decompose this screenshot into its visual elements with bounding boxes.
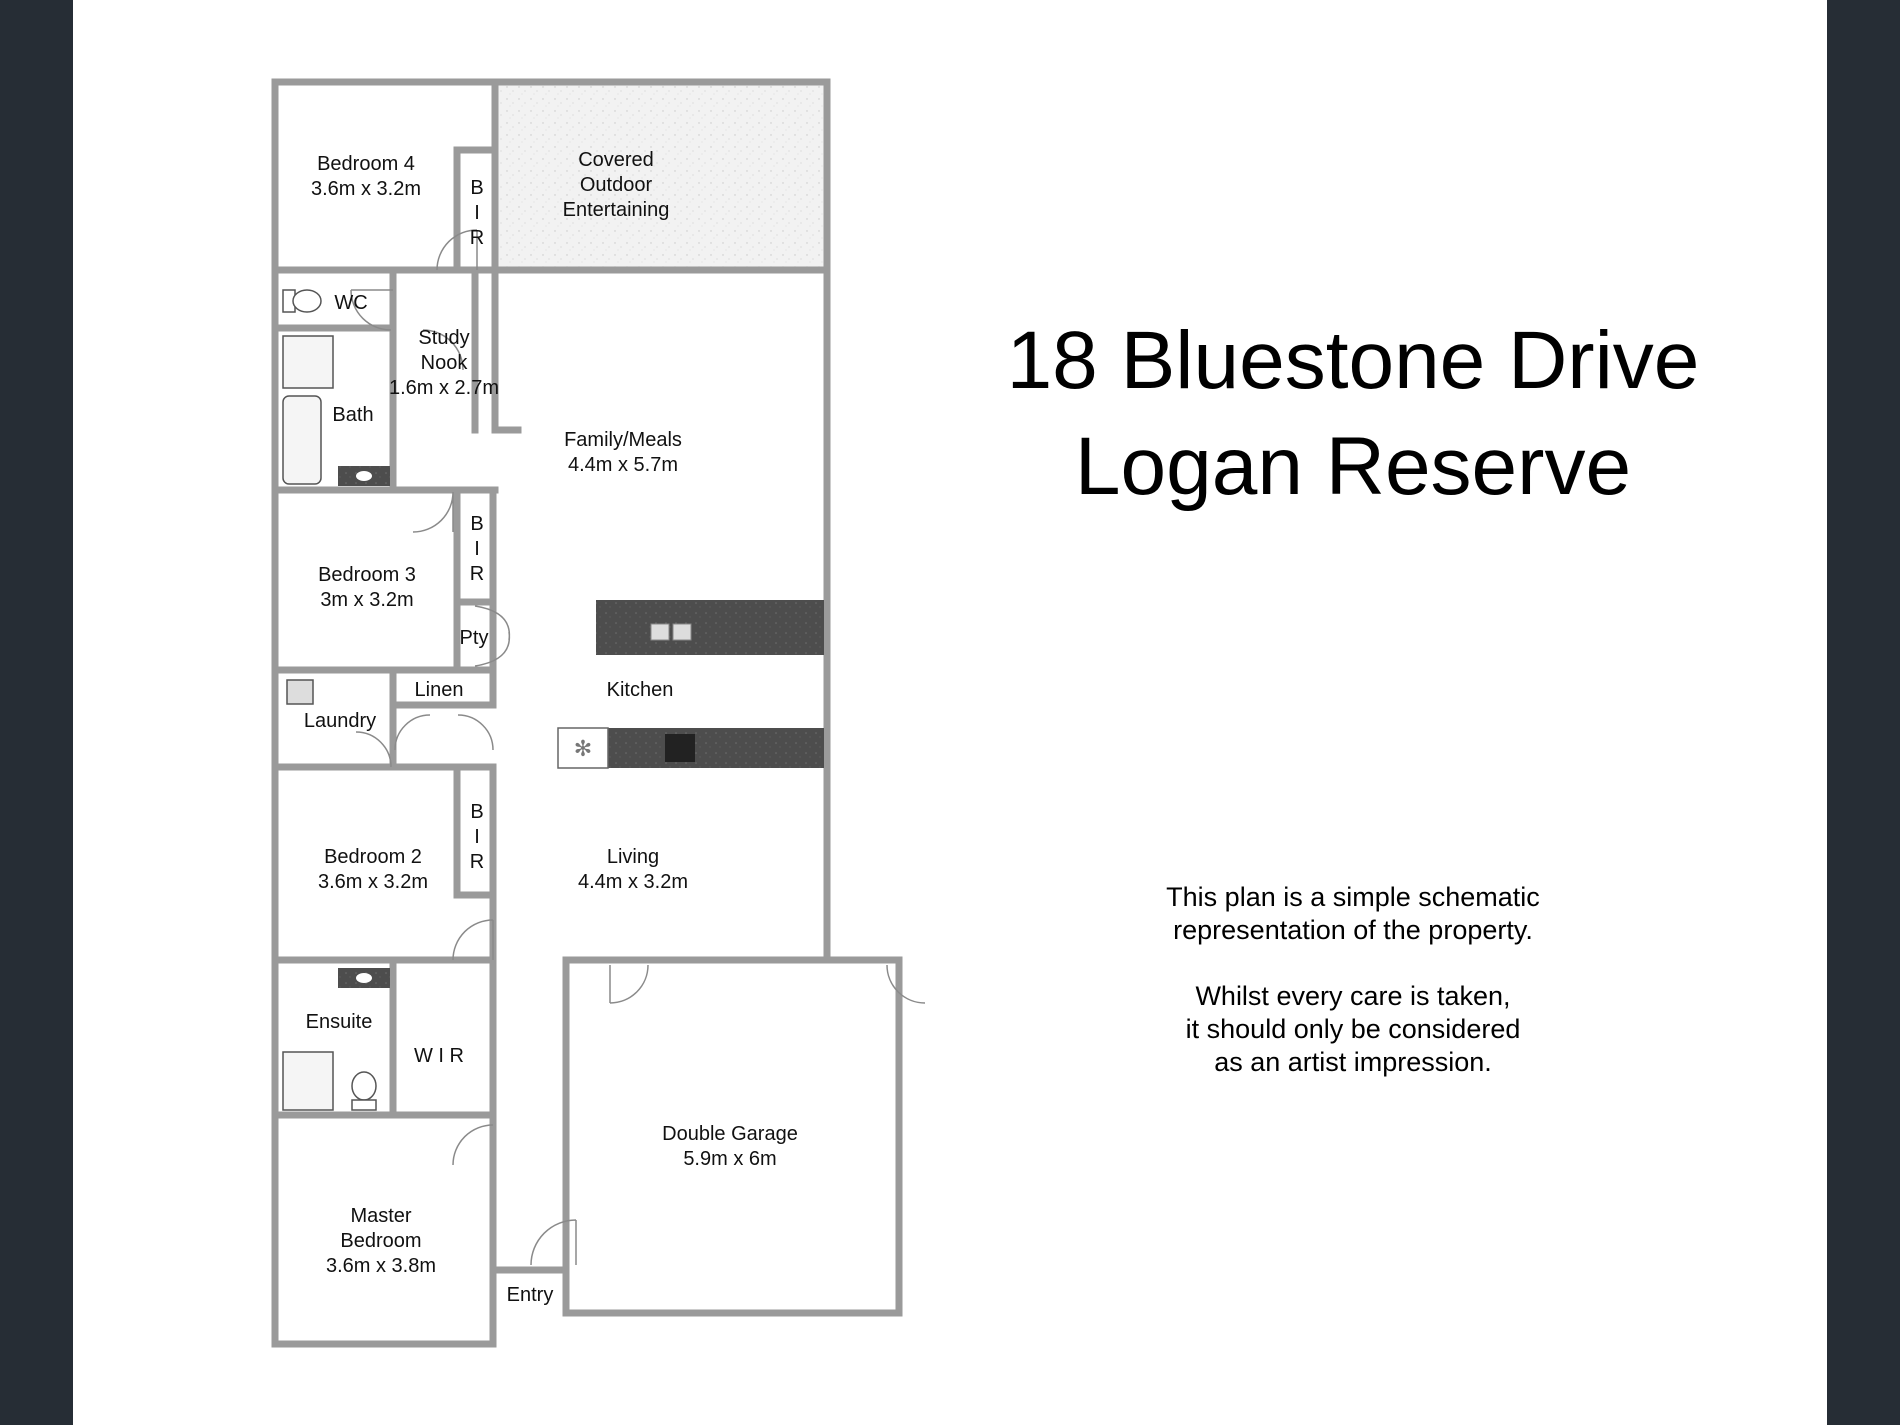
ensuite-toilet-icon [351, 1071, 377, 1101]
bath-basin-icon [356, 471, 372, 481]
disclaimer-line2: representation of the property. [1173, 915, 1533, 945]
ensuite-basin-icon [356, 973, 372, 983]
entry-label: Entry [507, 1284, 554, 1306]
bedroom3-bir-b: B [470, 513, 483, 535]
disclaimer-line1: This plan is a simple schematic [1166, 882, 1540, 912]
bath-label: Bath [332, 404, 373, 426]
room-labels: Bedroom 4 3.6m x 3.2m B I R Covered Outd… [304, 149, 798, 1306]
wc-toilet-icon [292, 289, 322, 313]
garage-size: 5.9m x 6m [683, 1148, 776, 1170]
bedroom3-name: Bedroom 3 [318, 564, 416, 586]
bedroom3-bir-r: R [470, 563, 484, 585]
study-size: 1.6m x 2.7m [389, 377, 499, 399]
sink-right-icon [672, 623, 692, 641]
bedroom4-size: 3.6m x 3.2m [311, 178, 421, 200]
entry-door [530, 1219, 577, 1266]
ensuite-label: Ensuite [306, 1011, 373, 1033]
study-line1: Study [418, 327, 469, 349]
bedroom2-name: Bedroom 2 [324, 846, 422, 868]
master-door [452, 1124, 494, 1166]
bedroom4-bir-r: R [470, 227, 484, 249]
address-line2: Logan Reserve [1074, 421, 1632, 512]
walls [271, 78, 903, 1348]
linen-doors [394, 714, 494, 751]
bedroom3-bir-i: I [474, 538, 480, 560]
pantry-label: Pty [460, 627, 489, 649]
wc-label: WC [334, 292, 367, 314]
disclaimer-line4: it should only be considered [1185, 1014, 1521, 1044]
bedroom3-walls [271, 486, 499, 674]
sink-left-icon [650, 623, 670, 641]
study-line2: Nook [421, 352, 469, 374]
bedroom2-bir-r: R [470, 851, 484, 873]
bathtub-icon [282, 395, 322, 485]
garage-side-door [609, 964, 649, 1004]
living-size: 4.4m x 3.2m [578, 871, 688, 893]
laundry-label: Laundry [304, 710, 376, 732]
master-size: 3.6m x 3.8m [326, 1255, 436, 1277]
outdoor-line2: Outdoor [580, 174, 653, 196]
fan-icon: ✻ [574, 737, 592, 762]
living-name: Living [607, 846, 659, 868]
shower-icon [282, 335, 334, 389]
oven-icon [557, 727, 609, 769]
page-sheet: ✻ Bedroom 4 3.6m x 3.2m B I R Covered Ou… [73, 0, 1827, 1425]
ensuite-cistern-icon [351, 1099, 377, 1111]
bedroom4-door [436, 229, 478, 271]
bedroom2-bir-b: B [470, 801, 483, 823]
wet-area-walls [271, 266, 522, 494]
ensuite-shower-icon [282, 1051, 334, 1111]
bedroom2-size: 3.6m x 3.2m [318, 871, 428, 893]
bedroom4-bir-i: I [474, 202, 480, 224]
garage-rear-door [886, 964, 926, 1004]
bedroom2-walls [271, 763, 497, 964]
disclaimer-line5: as an artist impression. [1214, 1047, 1492, 1077]
master-line2: Bedroom [340, 1230, 421, 1252]
kitchen-label: Kitchen [607, 679, 674, 701]
family-meals-name: Family/Meals [564, 429, 682, 451]
laundry-tub-icon [286, 679, 314, 705]
bedroom4-bir-b: B [470, 177, 483, 199]
bedroom2-door [452, 919, 494, 961]
wc-door [350, 289, 393, 331]
door-swings [350, 229, 926, 1266]
bedroom4-walls [271, 78, 499, 274]
cooktop-icon [665, 734, 695, 762]
family-meals-size: 4.4m x 5.7m [568, 454, 678, 476]
master-suite-walls [271, 956, 497, 1348]
covered-outdoor-area [491, 78, 831, 274]
bath-door [422, 329, 464, 371]
outdoor-line1: Covered [578, 149, 654, 171]
wir-label: W I R [414, 1045, 464, 1067]
fixtures: ✻ [282, 289, 824, 1111]
outdoor-line3: Entertaining [563, 199, 670, 221]
floor-plan: ✻ Bedroom 4 3.6m x 3.2m B I R Covered Ou… [271, 78, 926, 1348]
bedroom3-door [412, 491, 454, 533]
linen-label: Linen [415, 679, 464, 701]
garage-name: Double Garage [662, 1123, 798, 1145]
bedroom2-bir-i: I [474, 826, 480, 848]
pantry-doors [474, 605, 511, 667]
kitchen-island-icon [596, 600, 824, 655]
disclaimer-line3: Whilst every care is taken, [1195, 981, 1511, 1011]
bedroom3-size: 3m x 3.2m [320, 589, 413, 611]
bedroom4-name: Bedroom 4 [317, 153, 415, 175]
laundry-door [355, 731, 392, 768]
address-line1: 18 Bluestone Drive [1006, 315, 1700, 406]
master-line1: Master [350, 1205, 411, 1227]
